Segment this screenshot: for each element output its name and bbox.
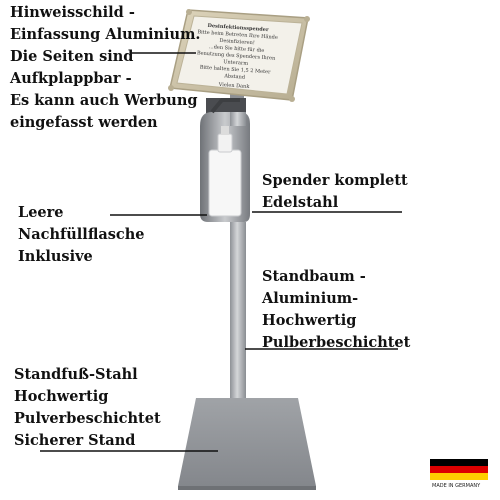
made-in-germany-label: MADE IN GERMANY xyxy=(432,483,481,489)
callout-line: Edelstahl xyxy=(262,194,339,211)
callout-line: Pulverbeschichtet xyxy=(14,410,161,427)
base-callout: Standfuß-Stahl Hochwertig Pulverbeschich… xyxy=(14,364,161,452)
callout-line: Die Seiten sind xyxy=(10,48,134,65)
callout-line: Pulberbeschichtet xyxy=(262,334,411,351)
refill-bottle xyxy=(208,149,242,217)
pole-callout: Standbaum - Aluminium- Hochwertig Pulber… xyxy=(262,266,410,354)
callout-line: Inklusive xyxy=(18,248,93,265)
callout-line: eingefasst werden xyxy=(10,114,158,131)
callout-line: Aufkplappbar - xyxy=(10,70,132,87)
callout-line: Hinweisschild - xyxy=(10,4,135,21)
dispenser-lever xyxy=(210,98,240,114)
callout-line: Aluminium- xyxy=(262,290,359,307)
dispenser-callout: Spender komplett Edelstahl xyxy=(262,170,408,214)
callout-line: Standbaum - xyxy=(262,268,366,285)
leader-lines xyxy=(40,52,402,452)
callout-line: Einfassung Aluminium. xyxy=(10,26,201,43)
callout-line: Standfuß-Stahl xyxy=(14,366,138,383)
callout-line: Hochwertig xyxy=(14,388,109,405)
callout-line: Nachfüllflasche xyxy=(18,226,145,243)
callout-line: Sicherer Stand xyxy=(14,432,136,449)
callout-line: Spender komplett xyxy=(262,172,408,189)
sign-frame xyxy=(168,9,310,102)
stand-pole xyxy=(230,222,246,452)
germany-flag-icon xyxy=(430,459,488,480)
callout-line: Es kann auch Werbung xyxy=(10,92,198,109)
callout-line: Hochwertig xyxy=(262,312,357,329)
callout-line: Leere xyxy=(18,204,64,221)
base-plate xyxy=(178,398,316,486)
sign-callout: Hinweisschild - Einfassung Aluminium. Di… xyxy=(10,2,200,134)
bottle-callout: Leere Nachfüllflasche Inklusive xyxy=(18,202,145,268)
